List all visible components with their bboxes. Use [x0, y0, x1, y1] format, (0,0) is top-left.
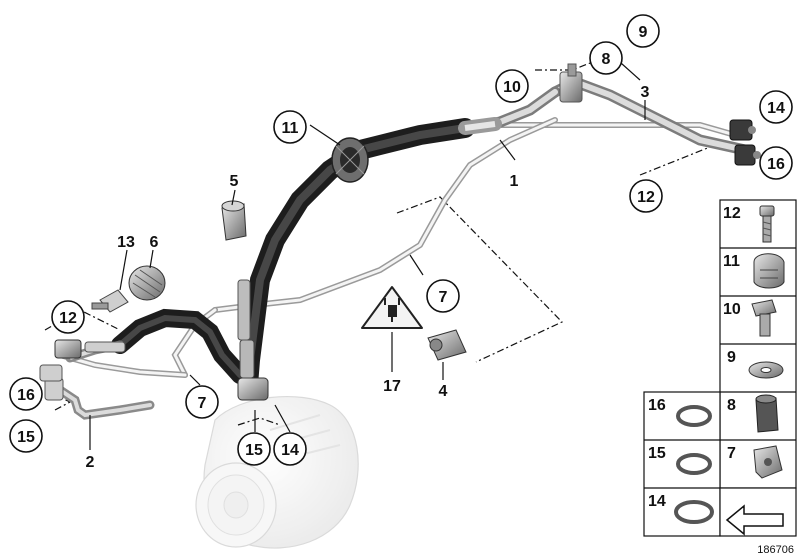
label-3: 3 — [641, 84, 650, 101]
oring-16-icon — [676, 405, 712, 427]
cap-5 — [221, 200, 247, 241]
callout-15-bottom: 15 — [237, 432, 271, 466]
svg-text:3: 3 — [641, 84, 650, 101]
callout-12-left: 12 — [51, 300, 85, 334]
svg-text:12: 12 — [637, 189, 655, 206]
refrigerant-pipe-1 — [57, 117, 738, 378]
table-label-15: 15 — [648, 445, 666, 462]
callout-16-left: 16 — [9, 377, 43, 411]
callout-15-left: 15 — [9, 419, 43, 453]
svg-text:15: 15 — [245, 442, 263, 459]
bolt-12-icon — [759, 205, 775, 243]
compressor-ghost — [195, 396, 359, 549]
table-label-12: 12 — [723, 205, 741, 222]
svg-text:16: 16 — [767, 156, 785, 173]
compressor-fittings — [237, 279, 269, 401]
callout-12-right: 12 — [629, 179, 663, 213]
callout-11: 11 — [273, 110, 307, 144]
svg-text:10: 10 — [503, 79, 521, 96]
tube-2 — [44, 377, 155, 420]
svg-text:12: 12 — [59, 310, 77, 327]
table-label-8: 8 — [727, 397, 736, 414]
arrow-icon — [725, 504, 784, 536]
bracket-7-icon — [753, 445, 783, 479]
callout-9: 9 — [626, 14, 660, 48]
left-fittings — [39, 339, 126, 382]
svg-text:2: 2 — [86, 454, 95, 471]
svg-text:14: 14 — [281, 442, 299, 459]
pipe-end-fittings — [729, 119, 761, 166]
table-label-16: 16 — [648, 397, 666, 414]
svg-text:17: 17 — [383, 378, 401, 395]
table-label-10: 10 — [723, 301, 741, 318]
cap-6 — [128, 265, 166, 301]
table-label-9: 9 — [727, 349, 736, 366]
callout-10: 10 — [495, 69, 529, 103]
oring-15-icon — [676, 453, 712, 475]
svg-text:6: 6 — [150, 234, 159, 251]
label-5: 5 — [230, 173, 239, 190]
bolt-10-icon — [751, 299, 777, 337]
washer-9-icon — [748, 361, 784, 379]
label-2: 2 — [86, 454, 95, 471]
warning-triangle-17 — [361, 286, 423, 329]
solid-leaders — [89, 54, 646, 450]
label-6: 6 — [150, 234, 159, 251]
callout-7-center: 7 — [426, 279, 460, 313]
svg-text:5: 5 — [230, 173, 239, 190]
svg-text:9: 9 — [639, 24, 648, 41]
pipe-clamp-10 — [559, 63, 583, 103]
table-label-7: 7 — [727, 445, 736, 462]
valve-13 — [91, 289, 129, 313]
label-13: 13 — [117, 234, 135, 251]
label-1: 1 — [510, 173, 519, 190]
svg-text:11: 11 — [282, 120, 299, 137]
reference-number: 186706 — [757, 544, 794, 556]
callout-8: 8 — [589, 41, 623, 75]
svg-text:14: 14 — [767, 100, 785, 117]
oring-14-icon — [674, 500, 714, 524]
nut-8-icon — [755, 394, 779, 433]
callout-14-top: 14 — [759, 90, 793, 124]
label-17: 17 — [383, 378, 401, 395]
clip-11-icon — [753, 253, 785, 289]
callout-16-right: 16 — [759, 146, 793, 180]
label-4: 4 — [439, 383, 448, 400]
grommet-11 — [331, 137, 369, 183]
svg-text:16: 16 — [17, 387, 35, 404]
svg-text:13: 13 — [117, 234, 135, 251]
pressure-sensor-4 — [427, 329, 467, 361]
svg-text:8: 8 — [602, 51, 611, 68]
svg-text:15: 15 — [17, 429, 35, 446]
svg-text:7: 7 — [198, 395, 207, 412]
table-label-14: 14 — [648, 493, 666, 510]
svg-text:1: 1 — [510, 173, 519, 190]
callout-7-left: 7 — [185, 385, 219, 419]
parts-table: 12 11 10 9 8 7 16 15 14 — [643, 199, 797, 537]
table-label-11: 11 — [723, 253, 740, 270]
svg-text:7: 7 — [439, 289, 448, 306]
callout-14-bottom: 14 — [273, 432, 307, 466]
svg-text:4: 4 — [439, 383, 448, 400]
